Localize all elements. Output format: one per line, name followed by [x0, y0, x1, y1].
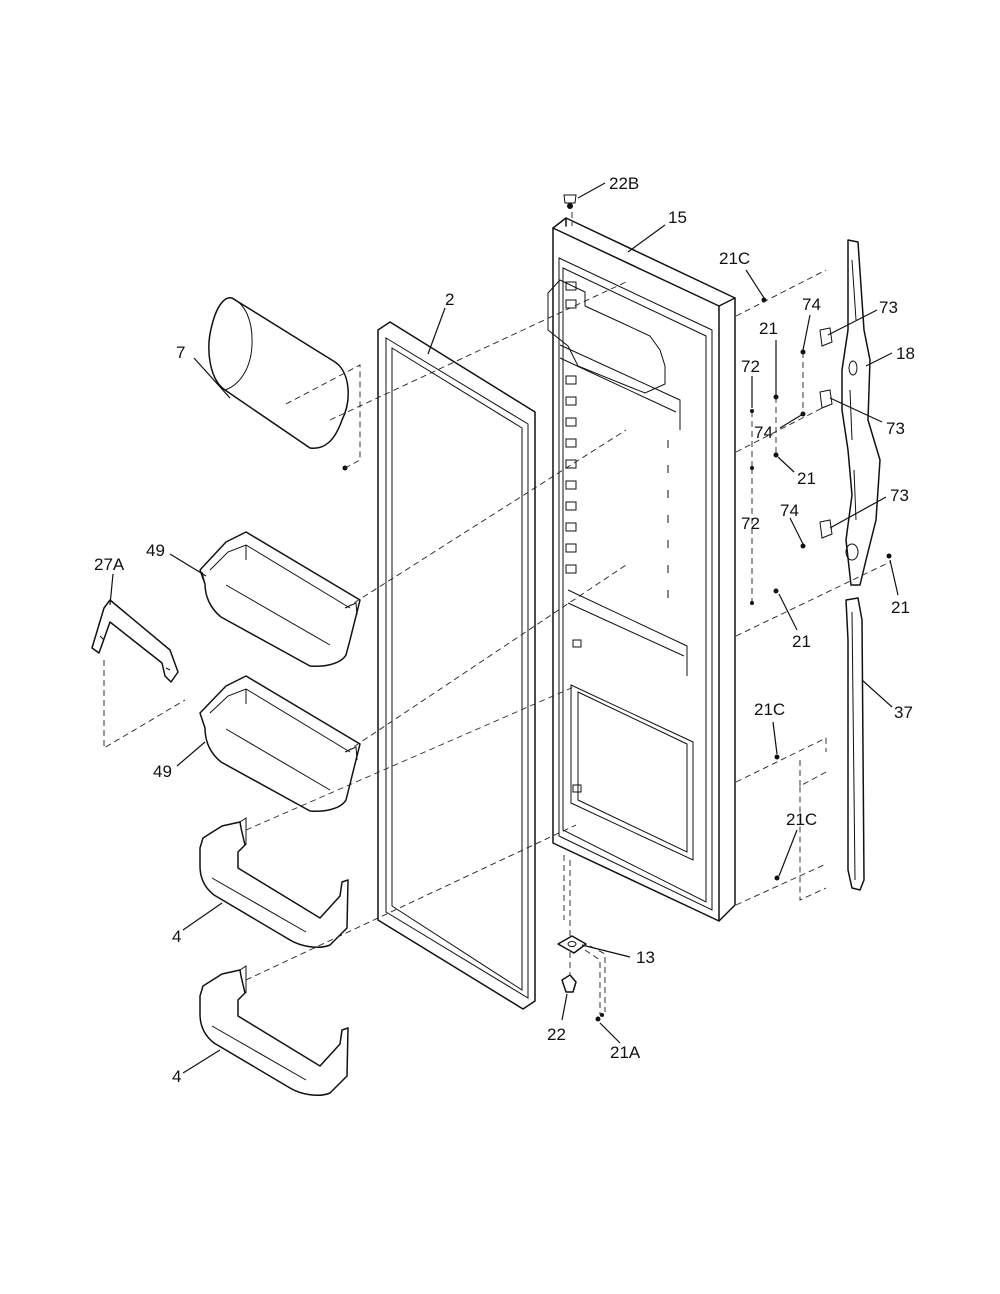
callout-21-a: 21: [759, 319, 778, 338]
callout-21-d: 21: [792, 632, 811, 651]
callout-22: 22: [547, 1025, 566, 1044]
leader-lines: [109, 182, 899, 1074]
callout-74-c: 74: [780, 501, 799, 520]
screw-22b: [567, 203, 573, 209]
door-gasket: [377, 321, 536, 1010]
door-shelf-rail-left: [565, 281, 582, 793]
callout-49-b: 49: [153, 762, 172, 781]
door-bin-lower: [199, 675, 361, 812]
callout-18: 18: [896, 344, 915, 363]
bucket-handle: [91, 599, 179, 683]
handle-trim: [845, 597, 865, 891]
callout-15: 15: [668, 208, 687, 227]
callout-labels: 22B 15 21C 2 74 73 7 21 18 72 74 73 21 7…: [94, 174, 915, 1086]
door-shelf-lower: [199, 965, 349, 1096]
callout-4-b: 4: [172, 1067, 181, 1086]
callout-74-b: 74: [754, 423, 773, 442]
callout-21a: 21A: [610, 1043, 641, 1062]
callout-73-b: 73: [886, 419, 905, 438]
callout-22b: 22B: [609, 174, 639, 193]
callout-73-a: 73: [879, 298, 898, 317]
assembly-guide-lines: [103, 212, 891, 1015]
callout-13: 13: [636, 948, 655, 967]
callout-21c-top: 21C: [719, 249, 750, 268]
door-handle: [841, 239, 881, 586]
callout-74-a: 74: [802, 295, 821, 314]
callout-73-c: 73: [890, 486, 909, 505]
callout-49-a: 49: [146, 541, 165, 560]
dairy-compartment: [208, 297, 349, 471]
callout-72-a: 72: [741, 357, 760, 376]
callout-21c-low: 21C: [786, 810, 817, 829]
callout-27a: 27A: [94, 555, 125, 574]
callout-21c-mid: 21C: [754, 700, 785, 719]
door-bin-upper: [199, 531, 361, 667]
callout-7: 7: [176, 343, 185, 362]
door-outer-panel: [547, 217, 736, 922]
callout-2: 2: [445, 290, 454, 309]
hardware-parts: [557, 194, 892, 1022]
callout-21-b: 21: [797, 469, 816, 488]
callout-4-a: 4: [172, 927, 181, 946]
callout-72-b: 72: [741, 514, 760, 533]
callout-21-c: 21: [891, 598, 910, 617]
door-shelf-upper: [199, 817, 349, 948]
callout-37: 37: [894, 703, 913, 722]
